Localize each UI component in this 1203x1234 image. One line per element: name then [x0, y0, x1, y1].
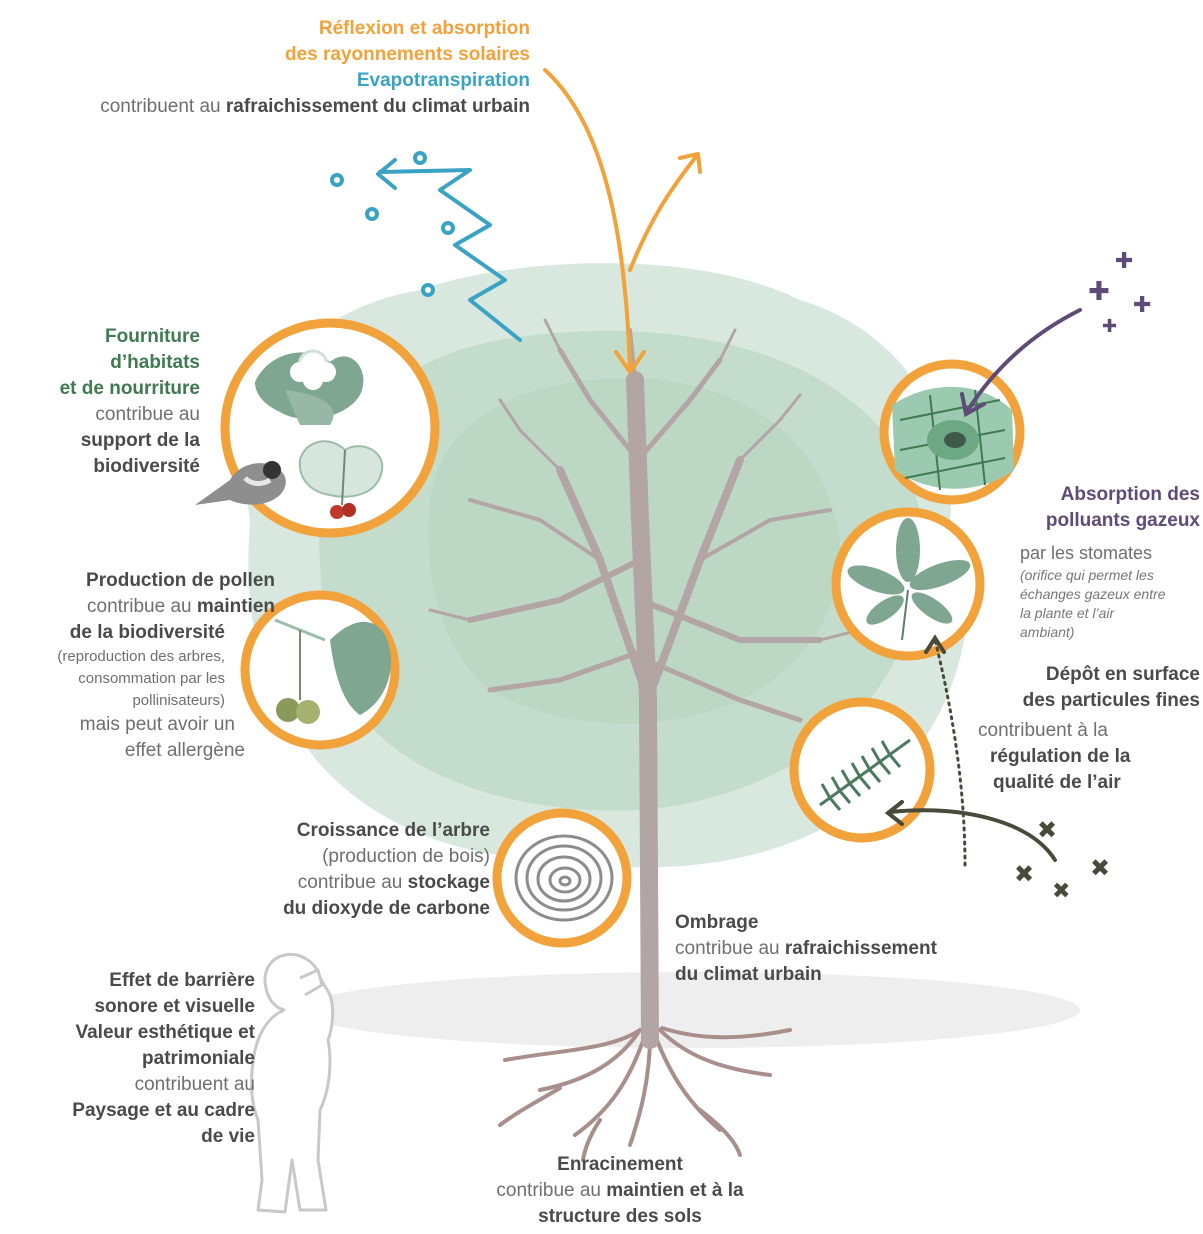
svg-text:✖: ✖ — [1014, 860, 1034, 888]
shade-line1: Ombrage — [675, 910, 1005, 936]
barrier-line5: contribuent au — [0, 1072, 255, 1098]
pollen-contrib: contribue au — [87, 596, 197, 617]
habitat-circle — [195, 323, 435, 533]
habitat-line4: contribue au — [0, 402, 200, 428]
habitat-line2: d’habitats — [0, 350, 200, 376]
roots-label: Enracinement contribue au maintien et à … — [440, 1152, 800, 1230]
roots-line3: structure des sols — [440, 1204, 800, 1230]
particles-label: Dépôt en surface des particules fines — [950, 662, 1200, 714]
habitat-line6: biodiversité — [0, 454, 200, 480]
pollutants-note4: ambiant) — [1020, 623, 1200, 642]
pollutants-note3: la plante et l’air — [1020, 604, 1200, 623]
solar-line1: Réflexion et absorption — [0, 16, 530, 42]
particles-detail: contribuent à la régulation de la qualit… — [978, 718, 1198, 796]
svg-text:✚: ✚ — [1102, 316, 1117, 337]
habitat-label: Fourniture d’habitats et de nourriture c… — [0, 324, 200, 480]
solar-line2: des rayonnements solaires — [0, 42, 530, 68]
pollen-label: Production de pollen contribue au mainti… — [0, 568, 275, 764]
growth-line3: contribue au stockage — [150, 870, 490, 896]
pollutants-note2: échanges gazeux entre — [1020, 585, 1200, 604]
particles-line4: régulation de la — [978, 744, 1198, 770]
barrier-line3: Valeur esthétique et — [0, 1020, 255, 1046]
particles-line1: Dépôt en surface — [950, 662, 1200, 688]
barrier-line6: Paysage et au cadre — [0, 1098, 255, 1124]
pollutants-label: Absorption des polluants gazeux — [990, 482, 1200, 534]
svg-text:✚: ✚ — [1115, 249, 1133, 274]
pollutants-line3: par les stomates — [1020, 540, 1200, 566]
pollutants-detail: par les stomates (orifice qui permet les… — [1020, 540, 1200, 642]
person-silhouette-icon — [252, 954, 333, 1212]
tree-roots — [500, 1028, 790, 1160]
barrier-line4: patrimoniale — [0, 1046, 255, 1072]
evapotranspiration-label: Evapotranspiration — [0, 68, 530, 94]
svg-text:✚: ✚ — [1088, 277, 1110, 307]
growth-line2: (production de bois) — [150, 844, 490, 870]
pollen-line6: pollinisateurs) — [0, 690, 275, 712]
svg-text:✚: ✚ — [1133, 293, 1151, 318]
pollutants-line1: Absorption des — [990, 482, 1200, 508]
barrier-line1: Effet de barrière — [0, 968, 255, 994]
svg-text:✖: ✖ — [1052, 879, 1070, 904]
pollen-line4: (reproduction des arbres, — [0, 646, 275, 668]
svg-text:✖: ✖ — [1090, 854, 1110, 882]
stomata-circle — [884, 364, 1020, 500]
svg-text:✖: ✖ — [1037, 816, 1057, 844]
habitat-line5: support de la — [0, 428, 200, 454]
pollen-line1: Production de pollen — [0, 568, 275, 594]
water-droplets — [332, 153, 453, 295]
solar-label: Réflexion et absorption des rayonnements… — [0, 16, 530, 120]
roots-maintain: maintien et à la — [606, 1180, 743, 1201]
pollen-line5: consommation par les — [0, 668, 275, 690]
pollen-maintain: maintien — [197, 596, 275, 617]
barrier-line2: sonore et visuelle — [0, 994, 255, 1020]
shade-label: Ombrage contribue au rafraichissement du… — [675, 910, 1005, 988]
growth-contrib: contribue au — [298, 872, 408, 893]
shade-contrib: contribue au — [675, 938, 785, 959]
pollutants-line2: polluants gazeux — [990, 508, 1200, 534]
pollen-line8: effet allergène — [0, 738, 275, 764]
barrier-line7: de vie — [0, 1124, 255, 1150]
particles-line2: des particules fines — [950, 688, 1200, 714]
fern-circle — [794, 702, 930, 838]
shade-line2: contribue au rafraichissement — [675, 936, 1005, 962]
solar-line4: contribuent au rafraichissement du clima… — [0, 94, 530, 120]
barrier-label: Effet de barrière sonore et visuelle Val… — [0, 968, 255, 1150]
pollutant-particles: ✚ ✚ ✚ ✚ — [1088, 249, 1151, 337]
leaf-circle — [836, 512, 980, 656]
growth-label: Croissance de l’arbre (production de boi… — [150, 818, 490, 922]
fine-particles: ✖ ✖ ✖ ✖ — [1014, 816, 1110, 904]
pollutants-note1: (orifice qui permet les — [1020, 566, 1200, 585]
pollen-line3: de la biodiversité — [0, 620, 275, 646]
particles-line3: contribuent à la — [978, 718, 1198, 744]
pollen-line2: contribue au maintien — [0, 594, 275, 620]
shade-line3: du climat urbain — [675, 962, 1005, 988]
growth-line1: Croissance de l’arbre — [150, 818, 490, 844]
roots-line2: contribue au maintien et à la — [440, 1178, 800, 1204]
growth-rings-circle — [497, 813, 627, 943]
roots-contrib: contribue au — [496, 1180, 606, 1201]
roots-line1: Enracinement — [440, 1152, 800, 1178]
habitat-line1: Fourniture — [0, 324, 200, 350]
pollen-line7: mais peut avoir un — [0, 712, 275, 738]
habitat-line3: et de nourriture — [0, 376, 200, 402]
solar-contrib: contribuent au — [100, 96, 226, 117]
shade-cooling: rafraichissement — [785, 938, 937, 959]
solar-cooling: rafraichissement du climat urbain — [226, 96, 530, 117]
growth-storage: stockage — [408, 872, 490, 893]
particles-line5: qualité de l’air — [978, 770, 1198, 796]
growth-line4: du dioxyde de carbone — [150, 896, 490, 922]
